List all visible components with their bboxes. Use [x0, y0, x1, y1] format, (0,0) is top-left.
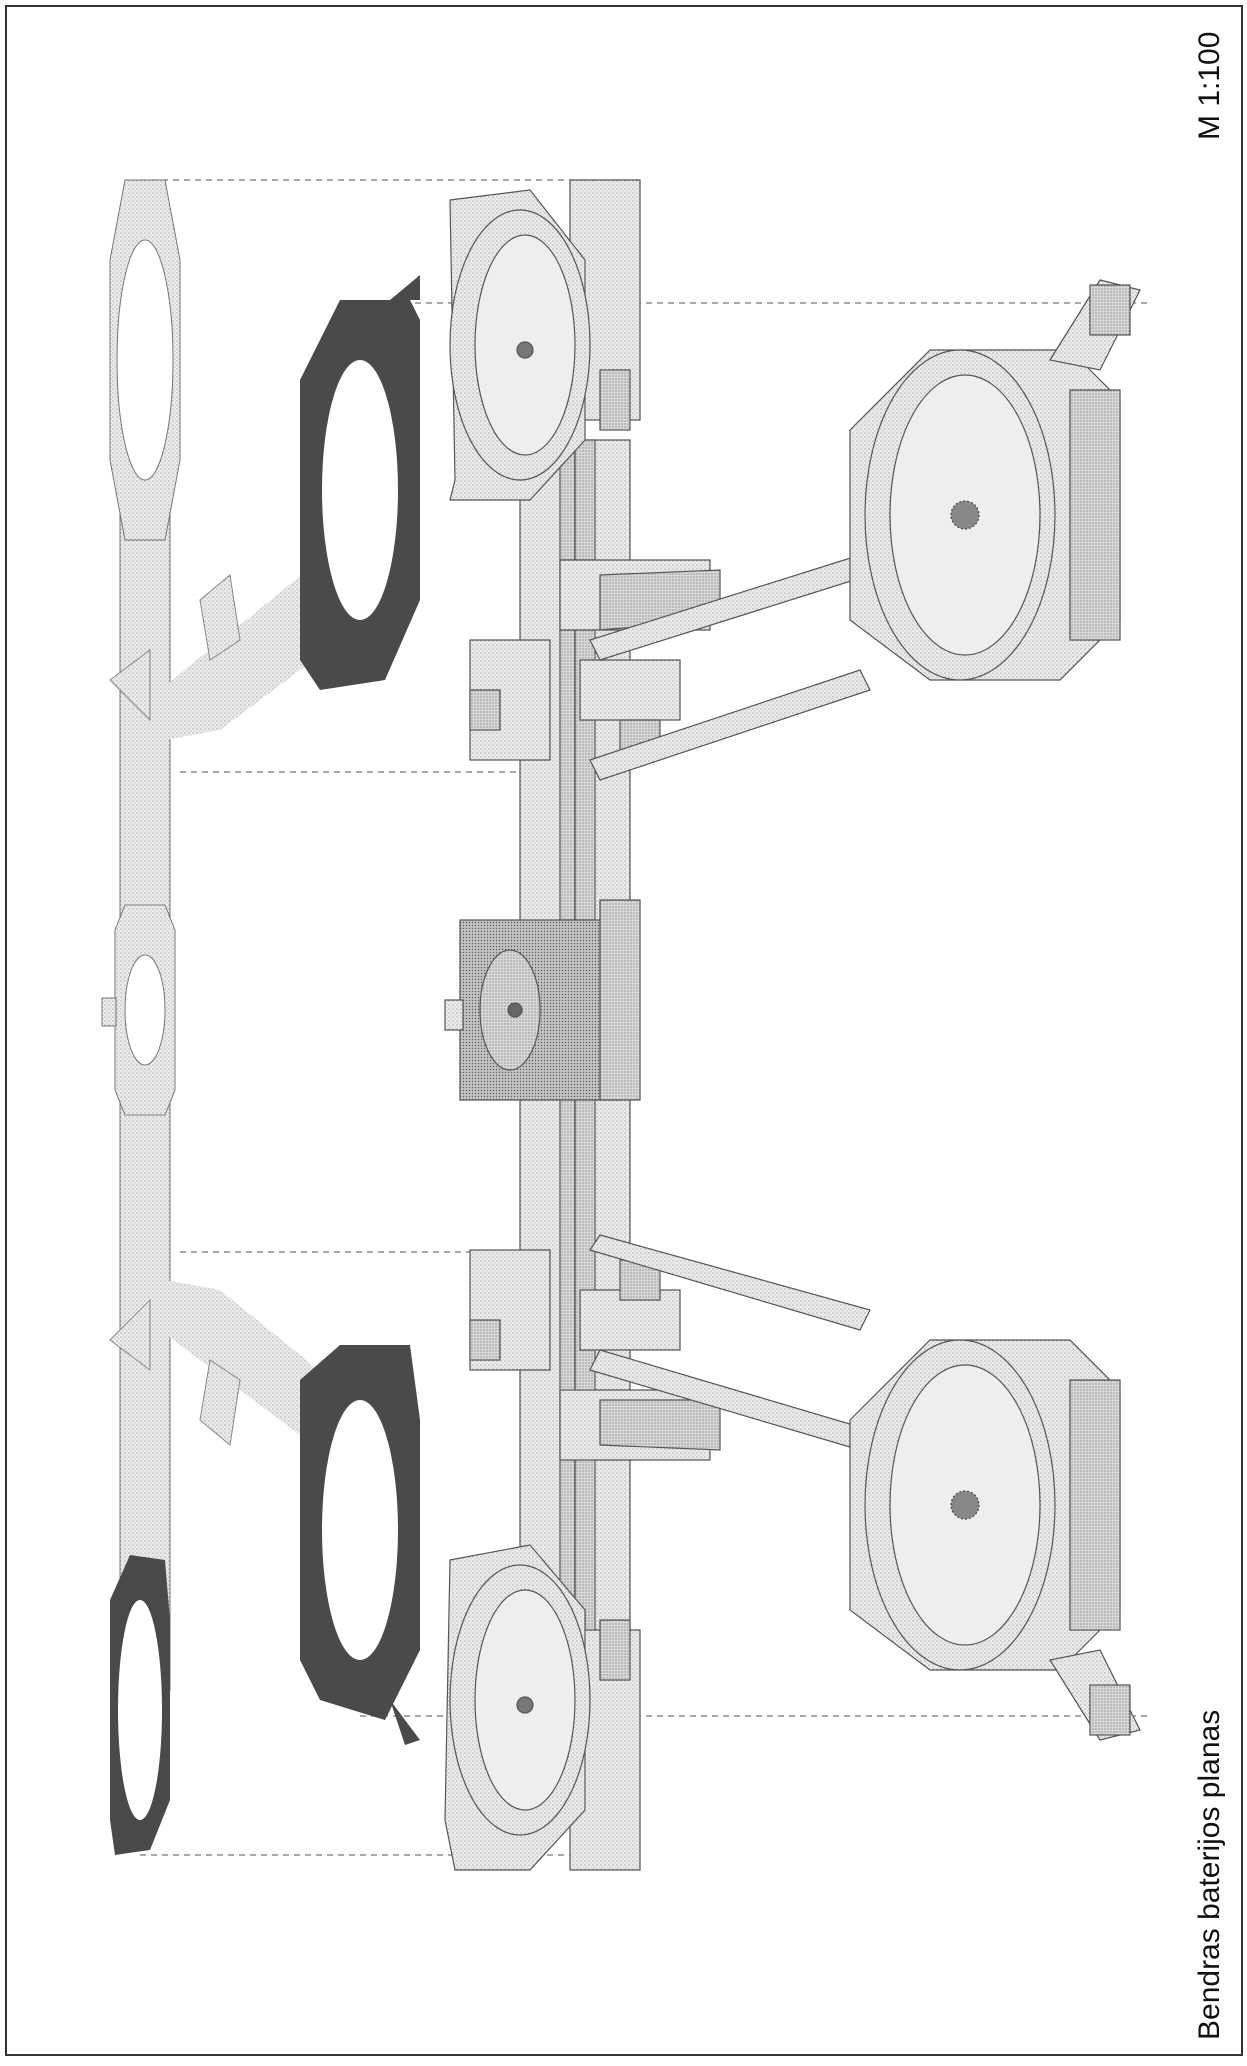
plan-projection [101, 179, 420, 1855]
scale-label: M 1:100 [1193, 31, 1226, 140]
central-hub [444, 899, 641, 1101]
wheel-housing-bottom [444, 1544, 631, 1871]
wheel-housing-top [449, 189, 631, 501]
lower-bracket [469, 1249, 721, 1461]
main-structure [444, 179, 1141, 1871]
drawing-title: Bendras baterijos planas [1193, 1709, 1226, 2040]
sheet-frame [5, 5, 1243, 2056]
wheel-housing-upper-right [849, 279, 1141, 681]
wheel-housing-lower-right [849, 1339, 1141, 1741]
